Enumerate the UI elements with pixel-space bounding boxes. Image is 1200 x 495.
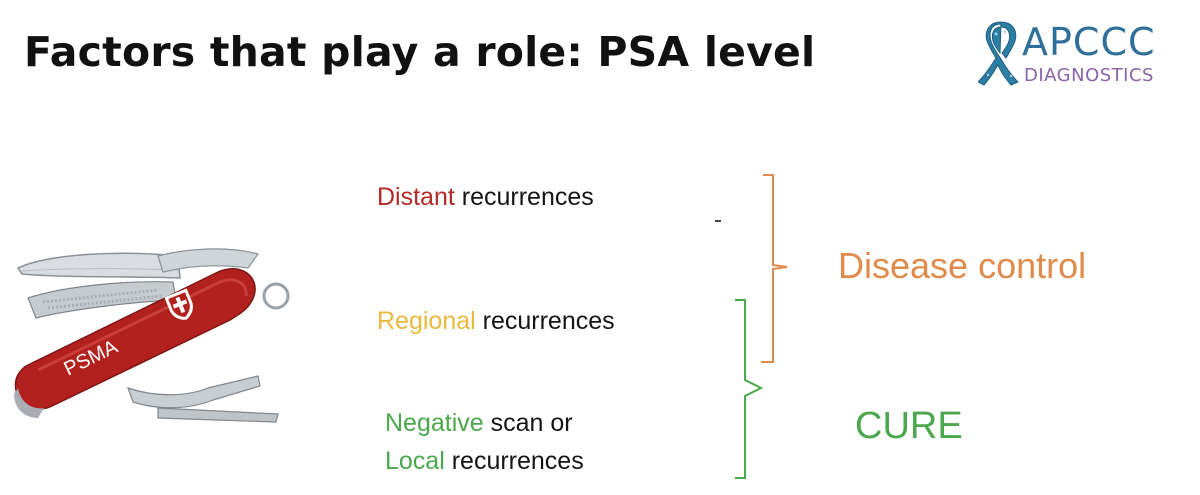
dash-mark: [715, 220, 721, 222]
distant-recurrences-label: Distant recurrences: [377, 183, 594, 212]
regional-bracket: [735, 299, 764, 479]
distant-highlight: Distant: [377, 183, 455, 211]
regional-rest: recurrences: [475, 307, 615, 335]
awareness-ribbon-icon: [978, 21, 1019, 86]
local-rest: recurrences: [444, 447, 584, 475]
logo-title: APCCC: [1022, 20, 1156, 64]
grouping-brackets: [735, 174, 788, 479]
distant-rest: recurrences: [454, 183, 594, 211]
slide-title: Factors that play a role: PSA level: [24, 28, 816, 76]
negative-rest: scan or: [483, 409, 573, 437]
negative-line: Negative scan or: [385, 404, 584, 442]
disease-control-bracket: [761, 174, 788, 363]
negative-local-label: Negative scan or Local recurrences: [385, 404, 584, 480]
logo-subtitle: DIAGNOSTICS: [1024, 65, 1154, 86]
negative-highlight: Negative: [385, 409, 484, 437]
disease-control-label: Disease control: [838, 245, 1087, 286]
swiss-army-knife-image: PSMA: [14, 248, 290, 423]
regional-recurrences-label: Regional recurrences: [377, 307, 615, 336]
cure-label: CURE: [855, 405, 963, 447]
local-line: Local recurrences: [385, 442, 584, 480]
apccc-logo: APCCC DIAGNOSTICS: [978, 20, 1190, 90]
local-highlight: Local: [385, 447, 445, 475]
regional-highlight: Regional: [377, 307, 476, 335]
